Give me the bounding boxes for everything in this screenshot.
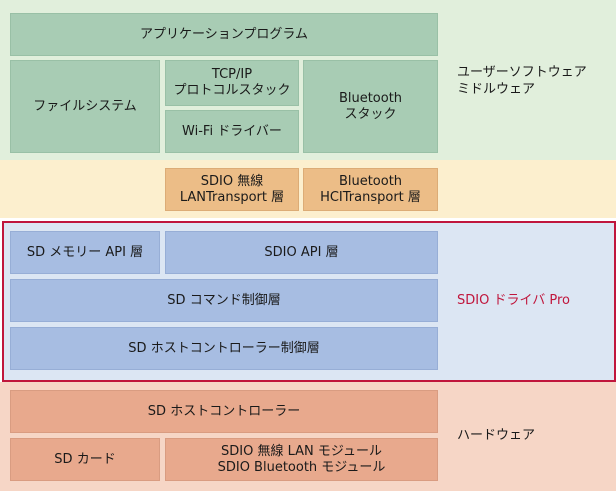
sd-memory-api-label: SD メモリー API 層 <box>26 244 144 260</box>
bluetooth-hci-transport-label: Bluetooth HCITransport 層 <box>320 173 421 205</box>
sd-command-label: SD コマンド制御層 <box>167 292 281 308</box>
filesystem-label: ファイルシステム <box>33 98 137 114</box>
tcpip-box: TCP/IP プロトコルスタック <box>165 60 299 106</box>
sd-memory-api-box: SD メモリー API 層 <box>10 231 160 274</box>
sd-card-box: SD カード <box>10 438 160 481</box>
sd-card-label: SD カード <box>54 451 116 467</box>
sdio-wireless-transport-label: SDIO 無線 LANTransport 層 <box>179 173 285 205</box>
filesystem-box: ファイルシステム <box>10 60 160 153</box>
sd-command-box: SD コマンド制御層 <box>10 279 438 322</box>
sdio-modules-box: SDIO 無線 LAN モジュール SDIO Bluetooth モジュール <box>165 438 438 481</box>
sdio-api-box: SDIO API 層 <box>165 231 438 274</box>
sd-host-control-label: SD ホストコントローラー制御層 <box>128 340 320 356</box>
bluetooth-stack-label: Bluetooth スタック <box>338 90 403 122</box>
sdio-api-label: SDIO API 層 <box>264 244 339 260</box>
sd-host-controller-label: SD ホストコントローラー <box>147 403 301 419</box>
sd-host-controller-box: SD ホストコントローラー <box>10 390 438 433</box>
wifi-driver-box: Wi-Fi ドライバー <box>165 110 299 153</box>
application-program-label: アプリケーションプログラム <box>140 26 308 42</box>
user-layer-label: ユーザーソフトウェア ミドルウェア <box>457 65 587 97</box>
bluetooth-stack-box: Bluetooth スタック <box>303 60 438 153</box>
tcpip-label: TCP/IP プロトコルスタック <box>173 67 291 98</box>
sd-host-control-box: SD ホストコントローラー制御層 <box>10 327 438 370</box>
application-program-box: アプリケーションプログラム <box>10 13 438 56</box>
bluetooth-hci-transport-box: Bluetooth HCITransport 層 <box>303 168 438 211</box>
sdio-modules-label: SDIO 無線 LAN モジュール SDIO Bluetooth モジュール <box>217 443 386 475</box>
sdio-wireless-transport-box: SDIO 無線 LANTransport 層 <box>165 168 299 211</box>
hardware-layer-label: ハードウェア <box>457 428 536 443</box>
driver-layer-label: SDIO ドライバ Pro <box>457 293 570 308</box>
wifi-driver-label: Wi-Fi ドライバー <box>182 123 282 139</box>
